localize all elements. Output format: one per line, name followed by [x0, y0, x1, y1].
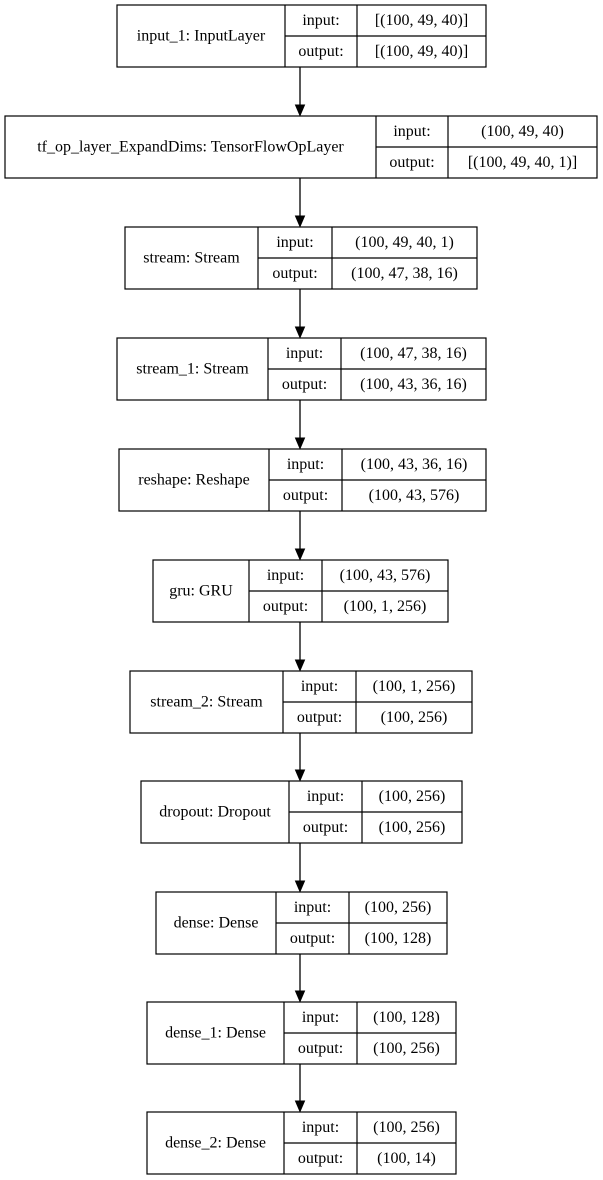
output-shape: (100, 256) [379, 819, 446, 836]
input-label: input: [301, 678, 338, 695]
output-label: output: [283, 487, 328, 504]
edge-arrow [294, 954, 306, 1003]
output-shape: (100, 256) [373, 1040, 440, 1057]
layer-node: stream: Stream input: output: (100, 49, 40,… [124, 226, 478, 290]
output-shape: (100, 43, 576) [369, 487, 460, 504]
input-shape: (100, 49, 40) [481, 123, 564, 140]
output-label: output: [272, 265, 317, 282]
output-label: output: [282, 376, 327, 393]
layer-node: dropout: Dropout input: output: (100, 256) (… [140, 780, 463, 844]
output-label: output: [298, 43, 343, 60]
layer-node: stream_2: Stream input: output: (100, 1, 25… [129, 670, 473, 734]
output-shape: [(100, 49, 40, 1)] [468, 154, 577, 171]
layer-title: reshape: Reshape [138, 472, 250, 489]
input-shape: (100, 256) [365, 899, 432, 916]
layer-title: stream_1: Stream [136, 361, 249, 378]
output-label: output: [263, 598, 308, 615]
arrow-head [294, 880, 306, 893]
input-label: input: [307, 788, 344, 805]
output-label: output: [290, 930, 335, 947]
arrow-head [294, 215, 306, 228]
layer-title: dropout: Dropout [159, 804, 271, 821]
input-label: input: [302, 12, 339, 29]
output-shape: (100, 1, 256) [344, 598, 427, 615]
layer-node: dense: Dense input: output: (100, 256) (100,… [155, 891, 448, 955]
input-shape: (100, 43, 36, 16) [361, 456, 468, 473]
output-shape: (100, 43, 36, 16) [360, 376, 467, 393]
arrow-head [294, 104, 306, 117]
edge-arrow [294, 67, 306, 117]
output-shape: (100, 14) [377, 1150, 436, 1167]
layer-node: stream_1: Stream input: output: (100, 47, 3… [116, 337, 487, 401]
arrow-head [294, 1100, 306, 1113]
output-label: output: [389, 154, 434, 171]
output-label: output: [298, 1150, 343, 1167]
layer-node: reshape: Reshape input: output: (100, 43, 3… [118, 448, 487, 512]
input-label: input: [302, 1009, 339, 1026]
arrow-head [294, 548, 306, 561]
input-shape: (100, 128) [373, 1009, 440, 1026]
input-label: input: [286, 345, 323, 362]
input-shape: (100, 47, 38, 16) [360, 345, 467, 362]
edge-arrow [294, 1064, 306, 1113]
edge-arrow [294, 622, 306, 672]
input-label: input: [276, 234, 313, 251]
input-shape: (100, 256) [373, 1119, 440, 1136]
arrow-head [294, 659, 306, 672]
layer-title: dense_2: Dense [165, 1135, 266, 1152]
edge-arrow [294, 289, 306, 339]
layer-node: gru: GRU input: output: (100, 43, 576) (100,… [152, 559, 449, 623]
arrow-head [294, 437, 306, 450]
input-shape: (100, 256) [379, 788, 446, 805]
layer-title: stream: Stream [143, 250, 240, 267]
edge-arrow [294, 511, 306, 561]
input-shape: [(100, 49, 40)] [375, 12, 468, 29]
layer-title: input_1: InputLayer [137, 28, 266, 45]
input-label: input: [294, 899, 331, 916]
output-label: output: [303, 819, 348, 836]
edge-arrow [294, 178, 306, 228]
layer-node: tf_op_layer_ExpandDims: TensorFlowOpLaye… [4, 115, 598, 179]
edge-arrow [294, 843, 306, 893]
arrow-head [294, 990, 306, 1003]
arrow-head [294, 769, 306, 782]
layer-node: dense_2: Dense input: output: (100, 256) (10… [146, 1111, 457, 1175]
input-shape: (100, 1, 256) [373, 678, 456, 695]
output-shape: (100, 47, 38, 16) [351, 265, 458, 282]
input-shape: (100, 49, 40, 1) [355, 234, 454, 251]
edge-arrow [294, 400, 306, 450]
output-shape: [(100, 49, 40)] [375, 43, 468, 60]
layer-title: dense_1: Dense [165, 1025, 266, 1042]
edge-arrow [294, 733, 306, 782]
layer-title: gru: GRU [169, 583, 233, 600]
output-shape: (100, 128) [365, 930, 432, 947]
output-shape: (100, 256) [381, 709, 448, 726]
layer-node: input_1: InputLayer input: output: [(100, 4… [116, 4, 487, 68]
input-label: input: [393, 123, 430, 140]
output-label: output: [298, 1040, 343, 1057]
input-shape: (100, 43, 576) [340, 567, 431, 584]
layer-title: tf_op_layer_ExpandDims: TensorFlowOpLaye… [37, 139, 344, 156]
arrow-head [294, 326, 306, 339]
input-label: input: [287, 456, 324, 473]
layer-title: stream_2: Stream [150, 694, 263, 711]
input-label: input: [267, 567, 304, 584]
layer-title: dense: Dense [174, 915, 259, 932]
input-label: input: [302, 1119, 339, 1136]
output-label: output: [297, 709, 342, 726]
layer-node: dense_1: Dense input: output: (100, 128) (10… [146, 1001, 457, 1065]
